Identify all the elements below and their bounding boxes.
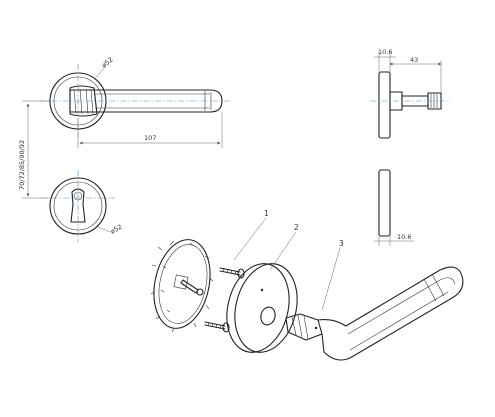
fixing-screw-bottom xyxy=(204,321,230,333)
callout-2-leader xyxy=(269,231,297,271)
side-rose-plate xyxy=(378,71,391,139)
rose-diameter-leader xyxy=(93,67,105,81)
lever-length-label: 107 xyxy=(144,134,156,142)
lever-handle xyxy=(285,266,464,361)
keyhole-round xyxy=(73,191,83,201)
rose-diameter-label: ø52 xyxy=(100,56,115,70)
callout-3-label: 3 xyxy=(339,239,344,248)
projection-label: 43 xyxy=(410,56,418,64)
rose-thickness-top-label: 10.6 xyxy=(378,48,392,56)
exploded-assembly: 1 2 3 xyxy=(150,209,464,361)
callout-1-leader xyxy=(233,217,267,261)
front-view-handle: ø52 107 xyxy=(40,56,232,148)
side-spindle-collar xyxy=(389,91,403,111)
vertical-distance-dimension: 70/72/85/90/92 xyxy=(18,100,50,199)
lever-neck xyxy=(69,85,98,117)
spindle-end xyxy=(196,288,204,296)
escutcheon-diameter-label: ø52 xyxy=(109,223,124,236)
lever-edge-lines xyxy=(95,93,210,109)
escutcheon-diameter-leader xyxy=(95,225,111,233)
neck-hatching xyxy=(73,88,94,115)
cover-rose-hole xyxy=(260,306,276,326)
spindle-rod xyxy=(180,279,199,294)
side-escutcheon-plate xyxy=(378,169,391,237)
side-view-handle: 10.6 43 xyxy=(370,48,450,139)
callout-1-label: 1 xyxy=(264,209,269,218)
distance-values-label: 70/72/85/90/92 xyxy=(18,140,26,190)
rose-thickness-bottom-label: 10.6 xyxy=(397,233,411,241)
escutcheon-front-view: ø52 xyxy=(40,170,124,242)
side-view-escutcheon: 10.6 xyxy=(374,169,414,246)
callout-2-label: 2 xyxy=(294,223,299,232)
side-lever-end xyxy=(427,92,442,110)
callout-3-leader xyxy=(321,247,341,311)
inner-rose-plate xyxy=(150,239,214,333)
